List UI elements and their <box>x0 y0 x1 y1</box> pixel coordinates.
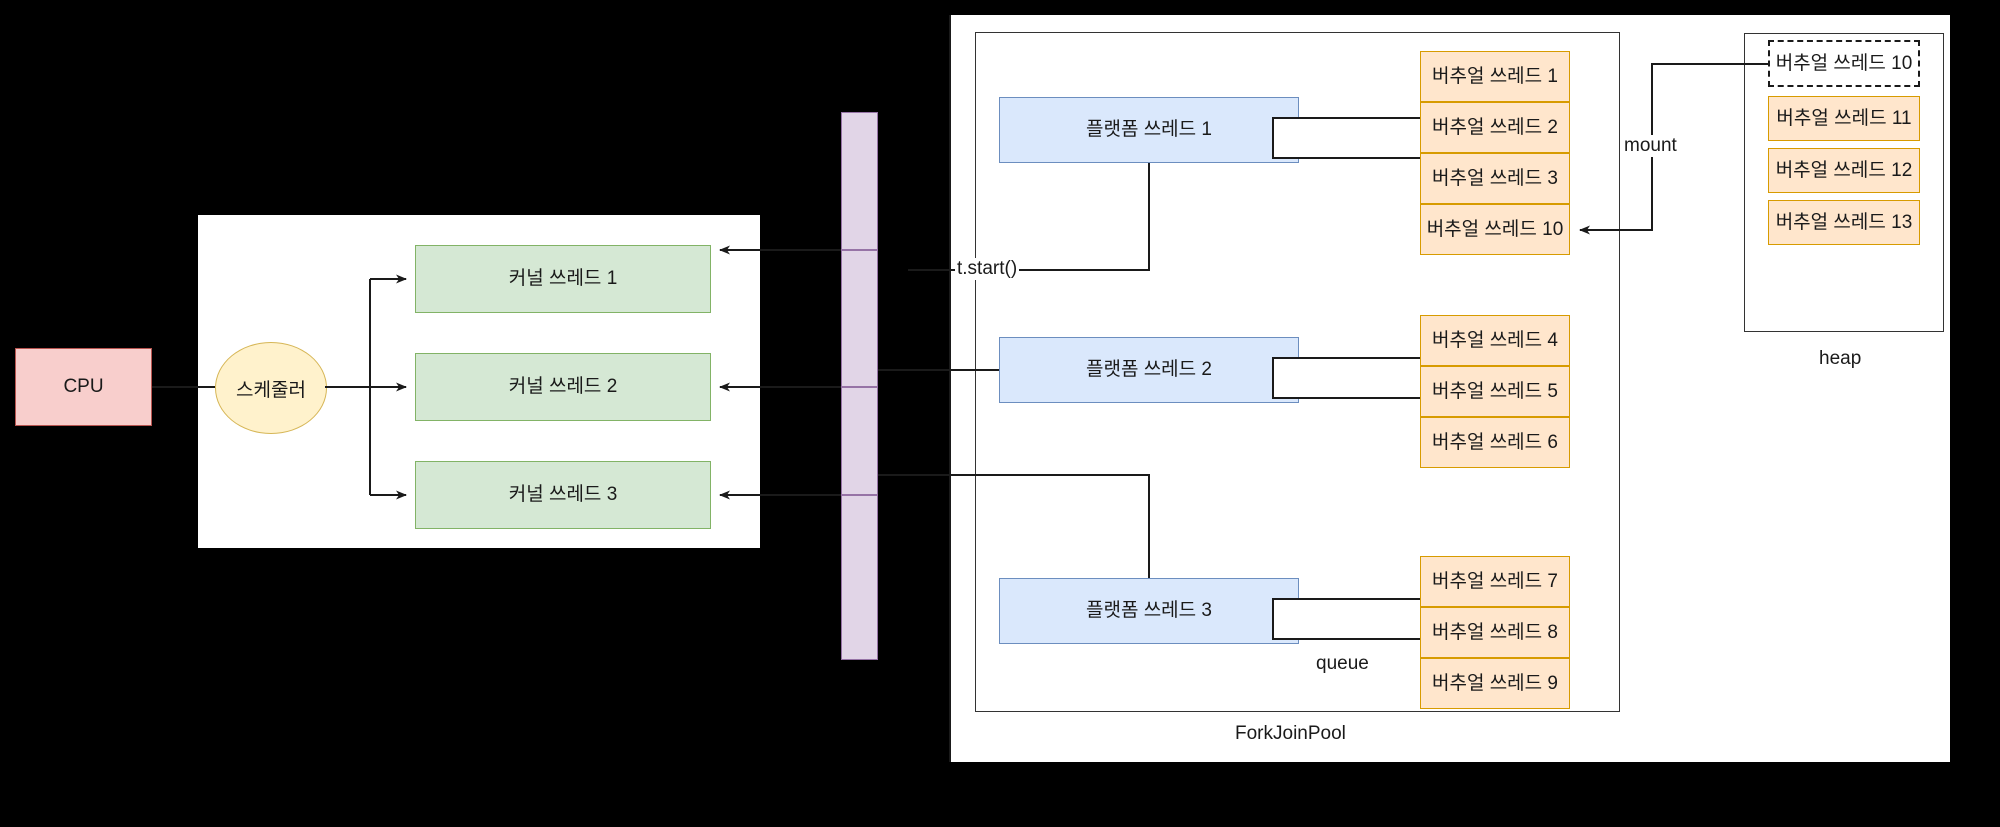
virtual-thread-box: 버추얼 쓰레드 9 <box>1420 658 1570 709</box>
heap-thread-box: 버추얼 쓰레드 13 <box>1768 200 1920 245</box>
virtual-thread-label: 버추얼 쓰레드 5 <box>1431 380 1558 402</box>
virtual-thread-label: 버추얼 쓰레드 8 <box>1431 621 1558 643</box>
virtual-thread-box: 버추얼 쓰레드 6 <box>1420 417 1570 468</box>
virtual-thread-label: 버추얼 쓰레드 10 <box>1775 52 1913 74</box>
heap-caption: heap <box>1819 348 1862 369</box>
virtual-thread-box-mounted: 버추얼 쓰레드 10 <box>1420 204 1570 255</box>
virtual-thread-label: 버추얼 쓰레드 1 <box>1431 65 1558 87</box>
kernel-thread-label: 커널 쓰레드 2 <box>508 376 618 398</box>
cpu-label: CPU <box>63 376 104 398</box>
virtual-thread-label: 버추얼 쓰레드 6 <box>1431 431 1558 453</box>
virtual-thread-label: 버추얼 쓰레드 4 <box>1431 329 1558 351</box>
virtual-thread-label: 버추얼 쓰레드 7 <box>1431 570 1558 592</box>
t-start-label: t.start() <box>955 258 1020 280</box>
scheduler-label: 스케줄러 <box>236 379 306 401</box>
virtual-thread-box: 버추얼 쓰레드 7 <box>1420 556 1570 607</box>
virtual-thread-label: 버추얼 쓰레드 10 <box>1426 218 1564 240</box>
virtual-thread-label: 버추얼 쓰레드 2 <box>1431 116 1558 138</box>
virtual-thread-box: 버추얼 쓰레드 8 <box>1420 607 1570 658</box>
kernel-thread-label: 커널 쓰레드 1 <box>508 268 618 290</box>
platform-thread-label: 플랫폼 쓰레드 3 <box>1085 600 1212 622</box>
heap-mounted-thread-box: 버추얼 쓰레드 10 <box>1768 40 1920 87</box>
scheduler-ellipse: 스케줄러 <box>215 342 327 434</box>
virtual-thread-label: 버추얼 쓰레드 12 <box>1775 159 1913 181</box>
kernel-thread-box-2: 커널 쓰레드 2 <box>415 353 711 421</box>
queue-box-2 <box>1272 357 1422 399</box>
virtual-thread-box: 버추얼 쓰레드 3 <box>1420 153 1570 204</box>
queue-box-3 <box>1272 598 1422 640</box>
virtual-thread-box: 버추얼 쓰레드 2 <box>1420 102 1570 153</box>
platform-thread-label: 플랫폼 쓰레드 2 <box>1085 359 1212 381</box>
queue-label: queue <box>1316 653 1369 674</box>
bar-segment-4 <box>841 495 878 660</box>
platform-thread-box-1: 플랫폼 쓰레드 1 <box>999 97 1299 163</box>
cpu-box: CPU <box>15 348 152 426</box>
virtual-thread-label: 버추얼 쓰레드 13 <box>1775 211 1913 233</box>
forkjoinpool-box <box>975 32 1620 712</box>
platform-thread-label: 플랫폼 쓰레드 1 <box>1085 119 1212 141</box>
queue-box-1 <box>1272 117 1422 159</box>
virtual-thread-label: 버추얼 쓰레드 3 <box>1431 167 1558 189</box>
heap-thread-box: 버추얼 쓰레드 12 <box>1768 148 1920 193</box>
virtual-thread-box: 버추얼 쓰레드 5 <box>1420 366 1570 417</box>
platform-thread-box-3: 플랫폼 쓰레드 3 <box>999 578 1299 644</box>
forkjoinpool-caption: ForkJoinPool <box>1235 723 1346 744</box>
virtual-thread-label: 버추얼 쓰레드 9 <box>1431 672 1558 694</box>
bar-segment-1 <box>841 112 878 250</box>
kernel-thread-box-1: 커널 쓰레드 1 <box>415 245 711 313</box>
kernel-thread-box-3: 커널 쓰레드 3 <box>415 461 711 529</box>
virtual-thread-box: 버추얼 쓰레드 1 <box>1420 51 1570 102</box>
bar-segment-3 <box>841 387 878 495</box>
heap-thread-box: 버추얼 쓰레드 11 <box>1768 96 1920 141</box>
kernel-thread-label: 커널 쓰레드 3 <box>508 484 618 506</box>
virtual-thread-box: 버추얼 쓰레드 4 <box>1420 315 1570 366</box>
virtual-thread-label: 버추얼 쓰레드 11 <box>1776 107 1912 129</box>
platform-thread-box-2: 플랫폼 쓰레드 2 <box>999 337 1299 403</box>
bar-segment-2 <box>841 250 878 387</box>
mount-label: mount <box>1622 135 1679 157</box>
